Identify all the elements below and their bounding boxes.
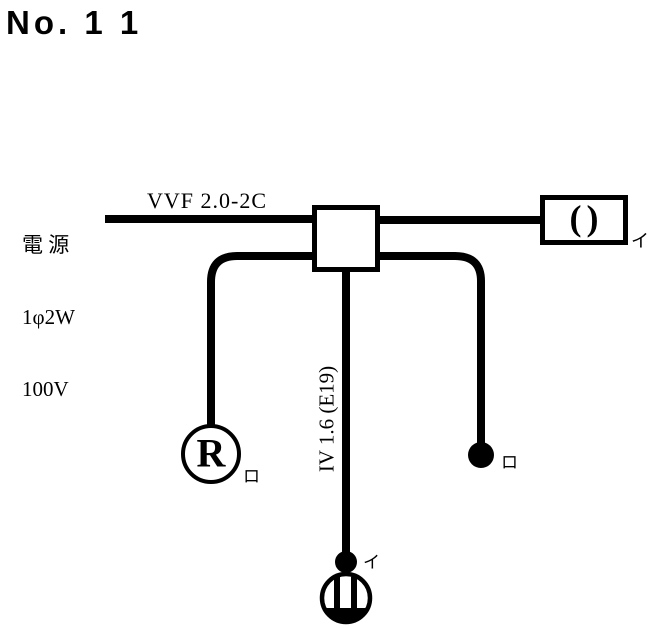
tag-switch-ro: ロ [501,453,518,472]
power-source-name: 電 源 [22,233,70,257]
ceiling-light-icon [540,195,628,245]
page-title: No. 1 1 [6,4,143,41]
outlet-icon [319,571,373,625]
tag-ceiling-light: イ [631,231,649,251]
conduit-spec-label: IV 1.6 (E19) [314,365,339,473]
switch-i-icon [335,551,357,573]
junction-box-icon [312,205,380,272]
power-source-voltage: 100V [22,377,69,401]
switch-ro-icon [468,442,494,468]
lamp-receptacle-letter: R [196,430,226,476]
power-source-phase: 1φ2W [22,305,75,329]
line-to-lamp-receptacle [207,252,314,427]
line-to-switch-ro [378,252,485,445]
power-source-label: 電 源 1φ2W 100V [22,185,75,449]
ceiling-light-glyph: () [569,198,604,239]
tag-switch-i: イ [363,553,380,572]
tag-lamp-receptacle: ロ [243,467,260,486]
lamp-receptacle-icon [181,424,241,484]
cable-spec-label: VVF 2.0-2C [147,188,268,213]
